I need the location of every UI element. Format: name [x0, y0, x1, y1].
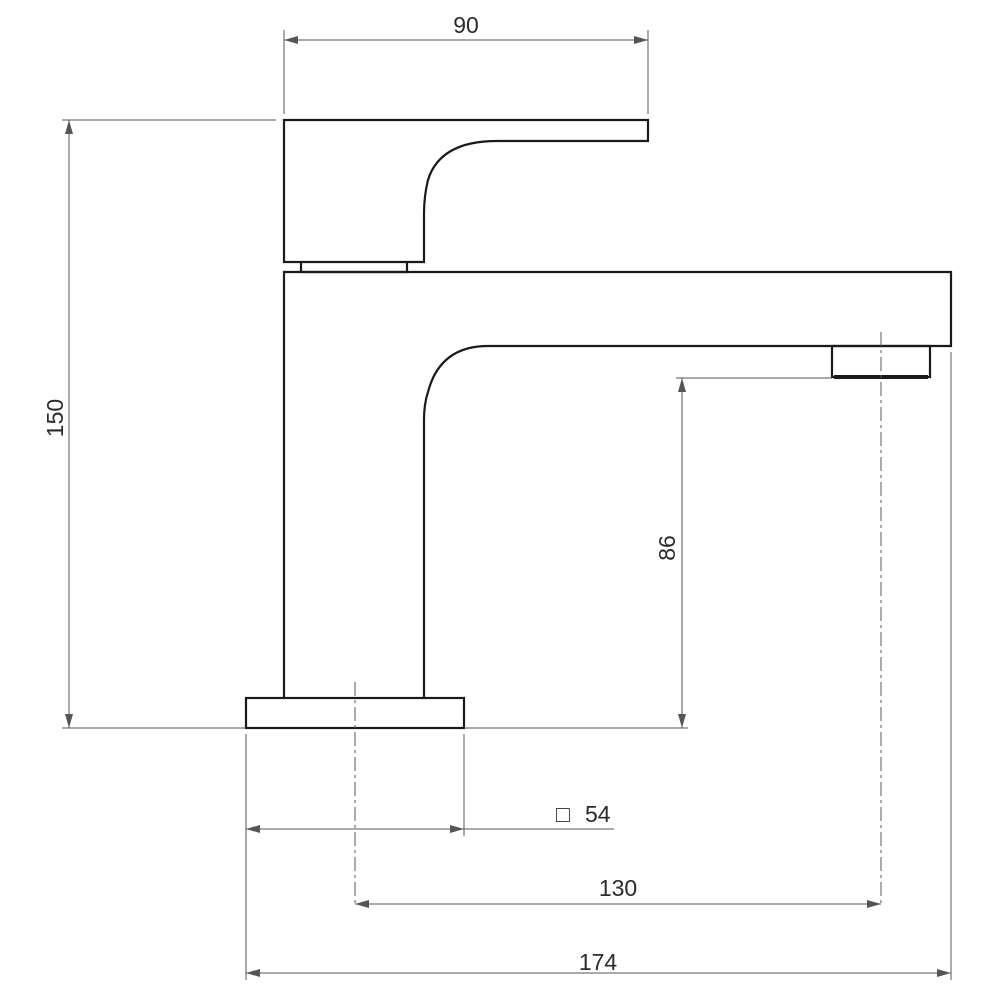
dimension-86-label: 86: [654, 535, 680, 561]
center-lines: [354, 332, 882, 905]
dimension-90: 90: [283, 12, 649, 114]
dimension-130-label: 130: [599, 875, 637, 901]
dimension-174: 174: [246, 352, 952, 980]
dimension-150: 150: [42, 119, 276, 729]
dimension-54: □ 54: [245, 734, 614, 980]
collar-ring: [299, 262, 409, 274]
dimension-54-label: 54: [585, 801, 611, 827]
dimension-130: 130: [355, 875, 881, 908]
body-and-spout: [282, 270, 953, 698]
base-square-symbol: □: [556, 801, 570, 827]
dimension-174-label: 174: [579, 949, 618, 975]
dimension-90-label: 90: [453, 12, 479, 38]
tap-body-outline: [244, 118, 953, 730]
dimension-86: 86: [464, 377, 832, 729]
dimension-150-label: 150: [42, 399, 68, 437]
handle-lever: [282, 118, 650, 264]
